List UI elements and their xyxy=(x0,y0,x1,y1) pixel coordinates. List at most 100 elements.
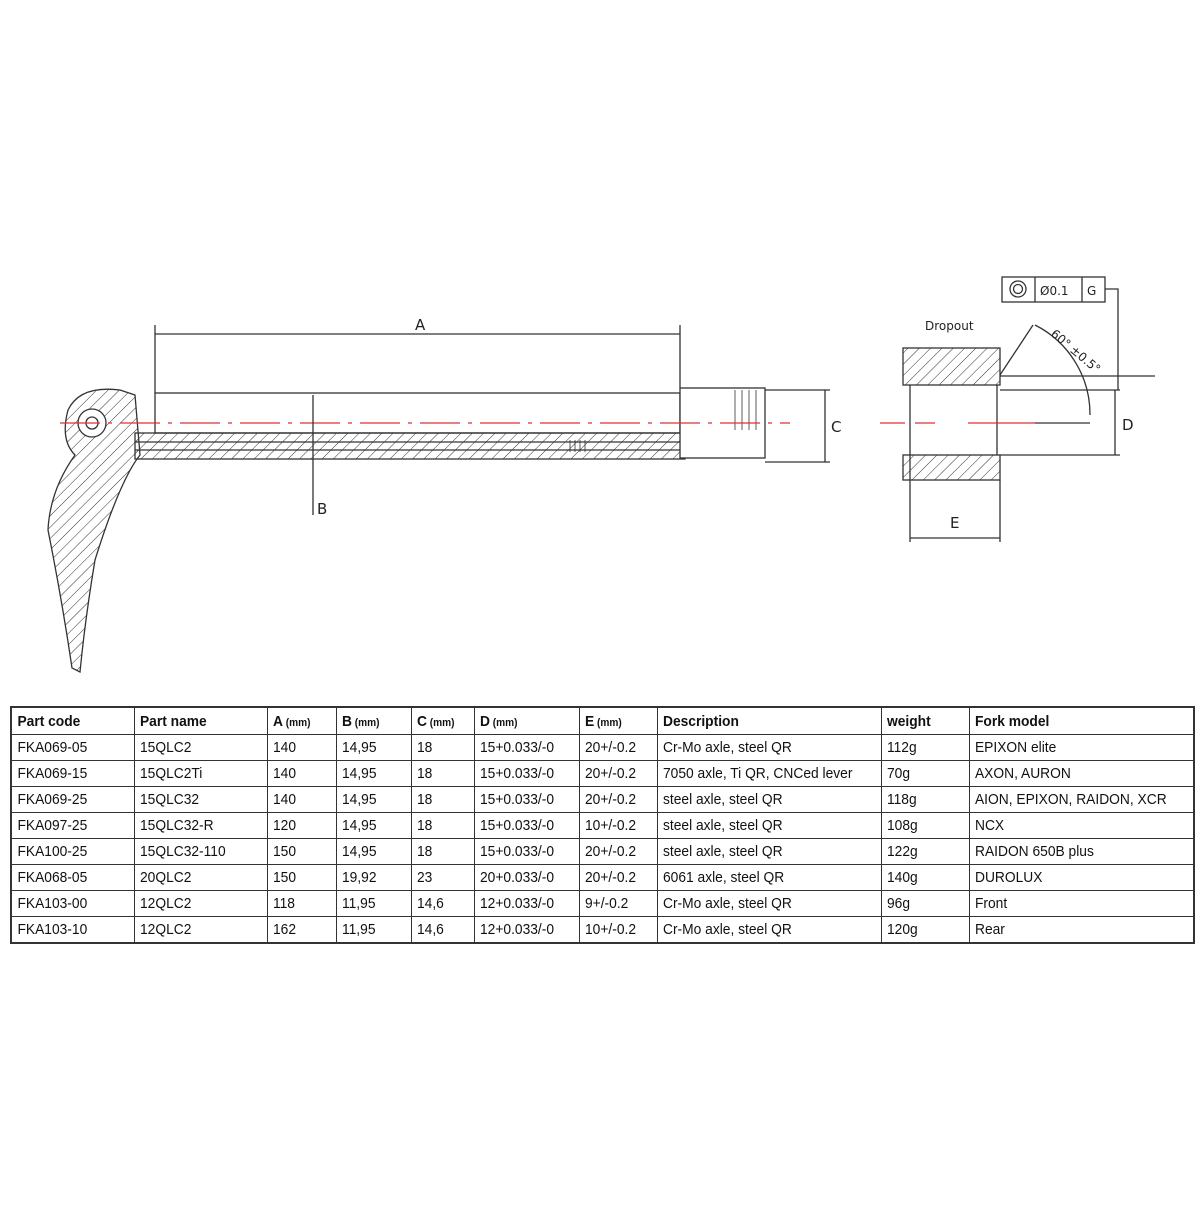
table-cell: 108g xyxy=(880,812,963,839)
tolerance-datum: G xyxy=(1087,284,1096,298)
header-label: D xyxy=(479,712,490,730)
header-unit: (mm) xyxy=(282,716,311,729)
table-cell: FKA097-25 xyxy=(10,812,125,839)
table-cell: 10+/-0.2 xyxy=(578,812,652,839)
table-cell: 140g xyxy=(880,864,963,891)
column-header: C (mm) xyxy=(410,706,470,735)
table-cell: 18 xyxy=(410,760,470,787)
table-cell: RAIDON 650B plus xyxy=(968,838,1177,865)
table-cell: 9+/-0.2 xyxy=(578,890,652,917)
table-cell: Front xyxy=(968,890,1177,917)
table-cell: 14,6 xyxy=(410,890,470,917)
table-cell: Cr-Mo axle, steel QR xyxy=(656,734,864,761)
dropout-drawing xyxy=(880,276,1155,542)
header-unit: (mm) xyxy=(426,716,455,729)
column-header: A (mm) xyxy=(266,706,331,735)
table-cell: 15+0.033/-0 xyxy=(473,838,572,865)
table-cell: FKA069-15 xyxy=(10,760,125,787)
qr-lever xyxy=(47,388,141,674)
table-cell: 11,95 xyxy=(335,916,406,944)
header-unit: (mm) xyxy=(594,716,622,729)
header-label: C xyxy=(416,712,427,730)
table-cell: 18 xyxy=(410,734,470,761)
column-header: Part code xyxy=(10,706,125,735)
header-label: weight xyxy=(886,712,931,730)
label-b: B xyxy=(317,500,327,518)
table-cell: 18 xyxy=(410,812,470,839)
column-header: D (mm) xyxy=(473,706,572,735)
table-cell: 15+0.033/-0 xyxy=(473,734,572,761)
table-cell: 70g xyxy=(880,760,963,787)
table-cell: NCX xyxy=(968,812,1177,839)
table-cell: 140 xyxy=(266,760,331,787)
table-cell: 20+/-0.2 xyxy=(578,838,652,865)
table-cell: 120 xyxy=(266,812,331,839)
header-label: E xyxy=(584,712,595,730)
header-unit: (mm) xyxy=(489,716,518,729)
table-cell: 14,6 xyxy=(410,916,470,944)
table-cell: Rear xyxy=(968,916,1177,944)
axle-shaft xyxy=(154,392,681,434)
table-cell: 20+/-0.2 xyxy=(578,734,652,761)
table-cell: FKA103-00 xyxy=(10,890,125,917)
technical-drawing: A B C Dropout Ø0.1 G 60° ±0.5° D E xyxy=(47,276,1155,674)
table-cell: 112g xyxy=(880,734,963,761)
thru-axle-drawing xyxy=(47,325,830,674)
table-cell: 118g xyxy=(880,786,963,813)
dropout-label: Dropout xyxy=(925,319,974,333)
table-cell: 11,95 xyxy=(335,890,406,917)
table-cell: steel axle, steel QR xyxy=(656,812,864,839)
column-header: Part name xyxy=(133,706,257,735)
concentricity-icon xyxy=(1009,280,1027,298)
table-cell: 12+0.033/-0 xyxy=(473,916,572,944)
table-cell: FKA069-25 xyxy=(10,786,125,813)
table-cell: steel axle, steel QR xyxy=(656,838,864,865)
table-cell: 19,92 xyxy=(335,864,406,891)
table-cell: FKA100-25 xyxy=(10,838,125,865)
table-cell: 15+0.033/-0 xyxy=(473,786,572,813)
table-cell: 140 xyxy=(266,734,331,761)
table-cell: 6061 axle, steel QR xyxy=(656,864,864,891)
table-cell: FKA069-05 xyxy=(10,734,125,761)
table-cell: DUROLUX xyxy=(968,864,1177,891)
column-header: E (mm) xyxy=(578,706,652,735)
header-label: Part name xyxy=(139,712,207,730)
label-d: D xyxy=(1122,416,1134,434)
header-label: Fork model xyxy=(974,712,1050,730)
table-cell: 96g xyxy=(880,890,963,917)
table-cell: 122g xyxy=(880,838,963,865)
label-a: A xyxy=(415,316,426,334)
tolerance-value: Ø0.1 xyxy=(1040,284,1069,298)
header-label: B xyxy=(341,712,352,730)
table-cell: 14,95 xyxy=(335,838,406,865)
label-e: E xyxy=(950,514,959,532)
table-cell: 140 xyxy=(266,786,331,813)
table-cell: 12QLC2 xyxy=(133,916,257,944)
table-cell: 15QLC32-110 xyxy=(133,838,257,865)
table-cell: AXON, AURON xyxy=(968,760,1177,787)
table-cell: 15QLC32 xyxy=(133,786,257,813)
table-cell: 18 xyxy=(410,838,470,865)
table-cell: 14,95 xyxy=(335,734,406,761)
label-c: C xyxy=(831,418,841,436)
table-cell: 150 xyxy=(266,864,331,891)
table-cell: 118 xyxy=(266,890,331,917)
angle-label: 60° ±0.5° xyxy=(1048,327,1103,376)
header-label: Description xyxy=(662,712,739,730)
column-header: Description xyxy=(656,706,864,735)
table-cell: EPIXON elite xyxy=(968,734,1177,761)
column-header: weight xyxy=(880,706,963,735)
table-cell: 162 xyxy=(266,916,331,944)
header-label: A xyxy=(272,712,283,730)
table-cell: 120g xyxy=(880,916,963,944)
table-cell: steel axle, steel QR xyxy=(656,786,864,813)
table-cell: Cr-Mo axle, steel QR xyxy=(656,890,864,917)
